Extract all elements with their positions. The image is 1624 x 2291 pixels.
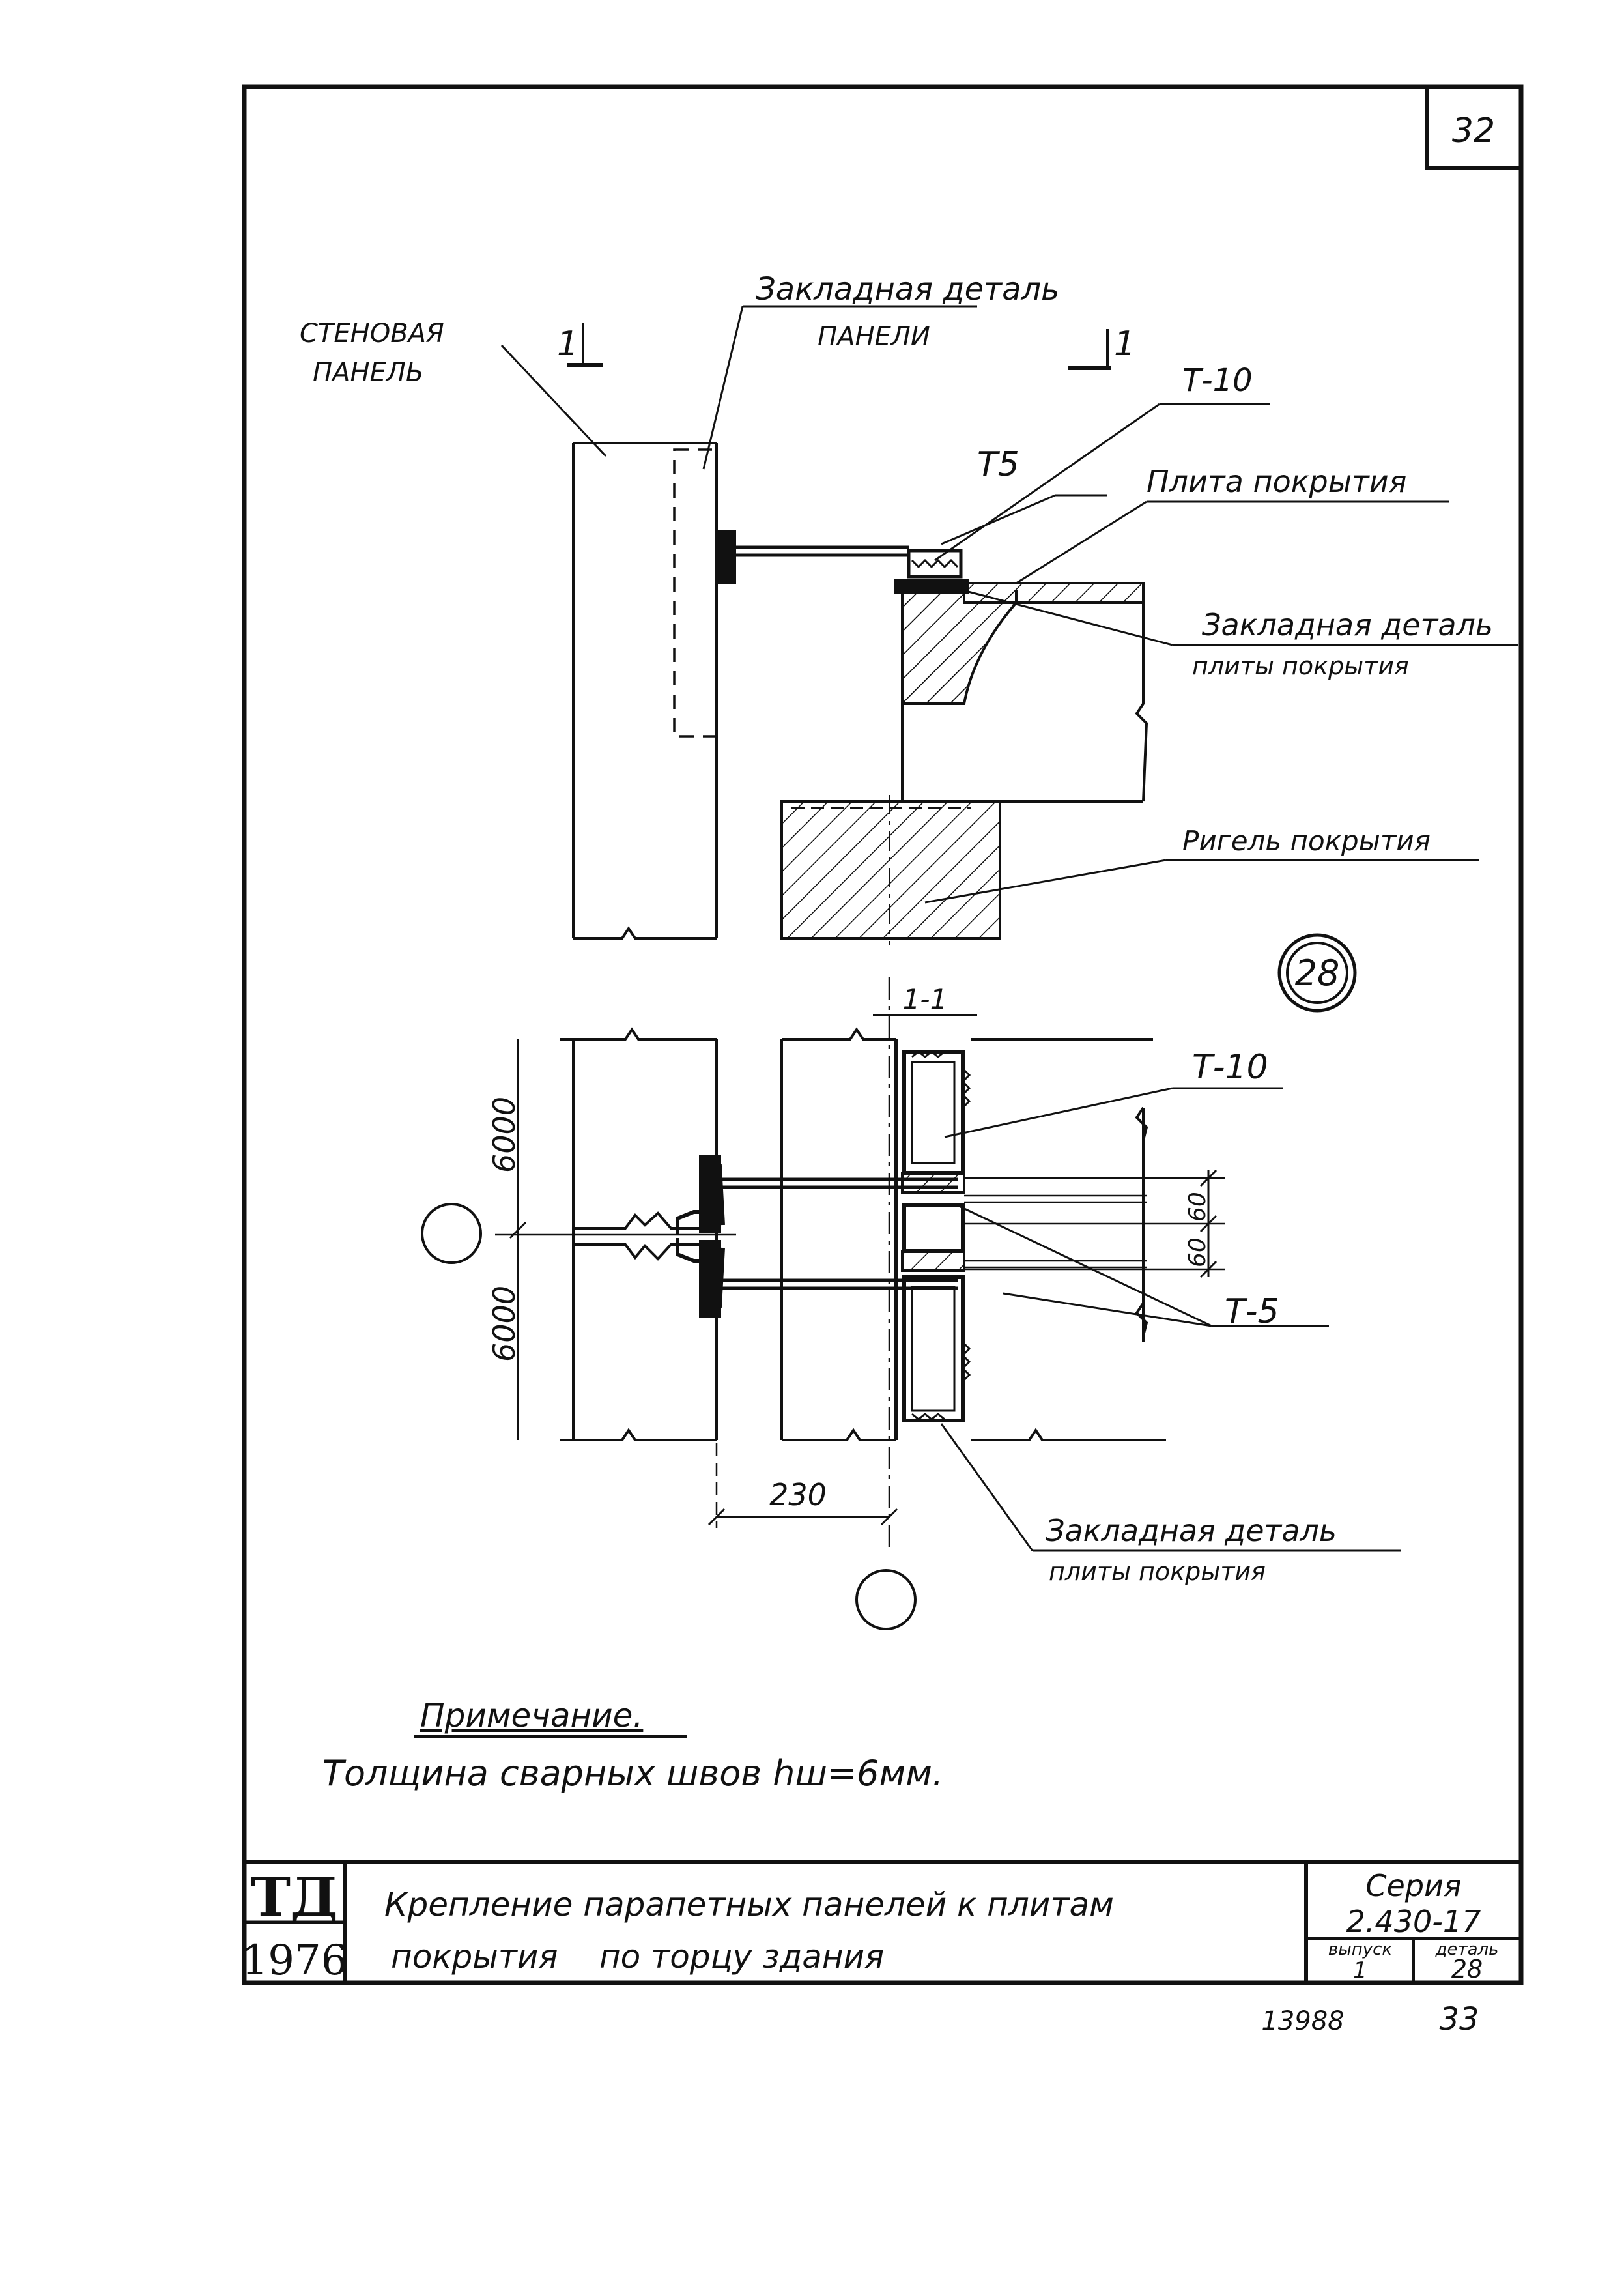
axis-bubble-bottom (855, 1569, 917, 1630)
panel-embedded-part (673, 448, 718, 738)
dim-60-lower: 60 (1184, 1237, 1211, 1267)
roof-slab (963, 582, 1145, 604)
elevation-leaders (500, 305, 1518, 904)
dim-230: 230 (769, 1477, 827, 1512)
series-label: Серия (1365, 1868, 1461, 1903)
section-text: 1-1 Т-10 6000 6000 60 60 Т-5 230 Закладн… (487, 983, 1337, 1586)
section-drawing (421, 977, 1225, 1630)
label-wall-panel-1: СТЕНОВАЯ (300, 319, 444, 349)
section-mark-right: 1 (1114, 324, 1135, 364)
elevation-text: СТЕНОВАЯ ПАНЕЛЬ Закладная деталь ПАНЕЛИ … (300, 271, 1493, 857)
drawing-title-line2: покрытия по торцу здания (391, 1938, 884, 1976)
issue-label: выпуск (1328, 1940, 1393, 1959)
detail-number: 28 (1295, 953, 1340, 994)
elevation-drawing (567, 323, 1148, 945)
section-leaders (940, 1087, 1401, 1552)
dim-6000-upper: 6000 (487, 1097, 522, 1173)
label-embedded-slab-1: Закладная деталь (1202, 607, 1493, 642)
label-embedded-slab-section-2: плиты покрытия (1049, 1557, 1266, 1586)
title-block-text: ТД 1976 Крепление парапетных панелей к п… (242, 1866, 1499, 1985)
dim-60-upper: 60 (1184, 1192, 1211, 1222)
bottom-archive-number: 13988 (1261, 2006, 1344, 2036)
publisher-logo: ТД (251, 1866, 338, 1929)
detail-number-circle: 28 (1277, 933, 1357, 1013)
sheet-frame (242, 84, 1524, 1985)
label-roof-slab: Плита покрытия (1147, 464, 1406, 499)
page-number-box: 32 (1425, 85, 1523, 170)
issue-value: 1 (1353, 1957, 1367, 1983)
label-t10: Т-10 (1192, 1048, 1268, 1087)
label-embedded-slab-2: плиты покрытия (1192, 652, 1409, 680)
series-value: 2.430-17 (1346, 1904, 1481, 1939)
label-embedded-slab-section-1: Закладная деталь (1046, 1513, 1337, 1548)
label-wall-panel-2: ПАНЕЛЬ (313, 358, 423, 388)
note-text: Толщина сварных швов hш=6мм. (322, 1753, 943, 1794)
note-block: Примечание. Толщина сварных швов hш=6мм. (322, 1697, 943, 1794)
detail-label: деталь (1435, 1940, 1499, 1959)
label-embedded-panel-1: Закладная деталь (756, 271, 1059, 308)
title-block (244, 1862, 1521, 1983)
note-heading: Примечание. (420, 1697, 643, 1735)
label-t5-top: Т5 (977, 445, 1019, 484)
bottom-page-number: 33 (1439, 2001, 1479, 2038)
page-number: 32 (1452, 111, 1495, 151)
dim-6000-lower: 6000 (487, 1286, 522, 1362)
section-mark-left: 1 (557, 324, 578, 364)
label-t10-top: Т-10 (1182, 362, 1253, 399)
roof-girder (780, 800, 1001, 940)
detail-value: 28 (1451, 1955, 1483, 1983)
label-t5: Т-5 (1225, 1292, 1279, 1331)
axis-bubble-left (421, 1203, 482, 1264)
drawing-title-line1: Крепление парапетных панелей к плитам (384, 1886, 1114, 1924)
year: 1976 (242, 1937, 348, 1985)
section-title: 1-1 (903, 983, 948, 1015)
label-roof-girder: Ригель покрытия (1182, 825, 1431, 857)
label-embedded-panel-2: ПАНЕЛИ (818, 322, 930, 352)
